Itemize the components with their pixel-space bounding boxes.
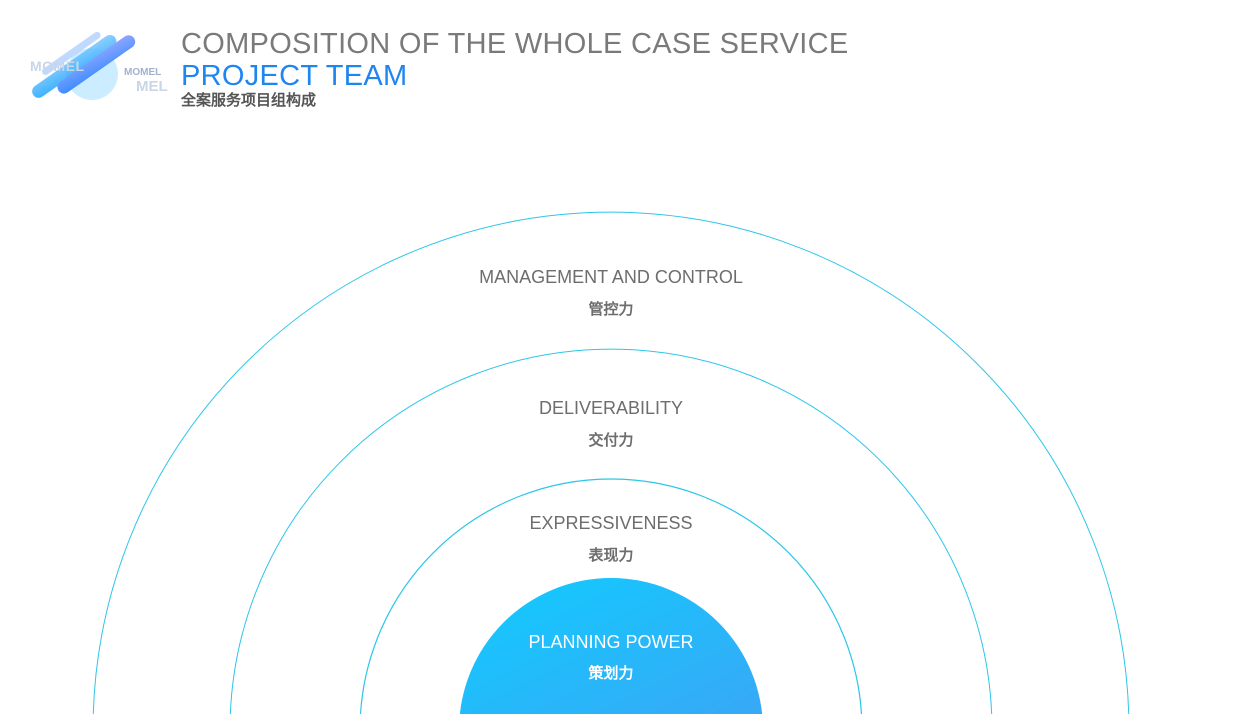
layer-label-deliverability: DELIVERABILITY <box>538 398 684 418</box>
ring-deliverability <box>229 348 993 714</box>
page-title: COMPOSITION OF THE WHOLE CASE SERVICE <box>181 28 849 60</box>
brand-logo: MOMEL MOMEL MEL <box>14 28 168 112</box>
layer-label-management: MANAGEMENT AND CONTROL <box>479 267 743 287</box>
page-subtitle-cn: 全案服务项目组构成 <box>181 92 317 109</box>
logo-text-large: MEL <box>136 78 168 95</box>
logo-text-small: MOMEL <box>124 67 162 78</box>
layer-label-expressiveness-cn: 表现力 <box>588 547 634 564</box>
layer-label-management-cn: 管控力 <box>588 301 634 318</box>
layer-label-planning-cn: 策划力 <box>588 665 634 682</box>
layer-label-expressiveness: EXPRESSIVENESS <box>529 513 693 533</box>
layer-label-deliverability-cn: 交付力 <box>588 432 634 449</box>
page-header: COMPOSITION OF THE WHOLE CASE SERVICE PR… <box>181 28 848 111</box>
logo-text: MOMEL <box>30 58 85 74</box>
ring-management <box>92 211 1130 714</box>
layer-label-planning: PLANNING POWER <box>528 632 694 652</box>
core-planning <box>459 578 763 714</box>
logo-mark-icon <box>32 31 136 100</box>
ring-expressiveness <box>359 478 863 714</box>
page-title-highlight: PROJECT TEAM <box>181 60 408 92</box>
